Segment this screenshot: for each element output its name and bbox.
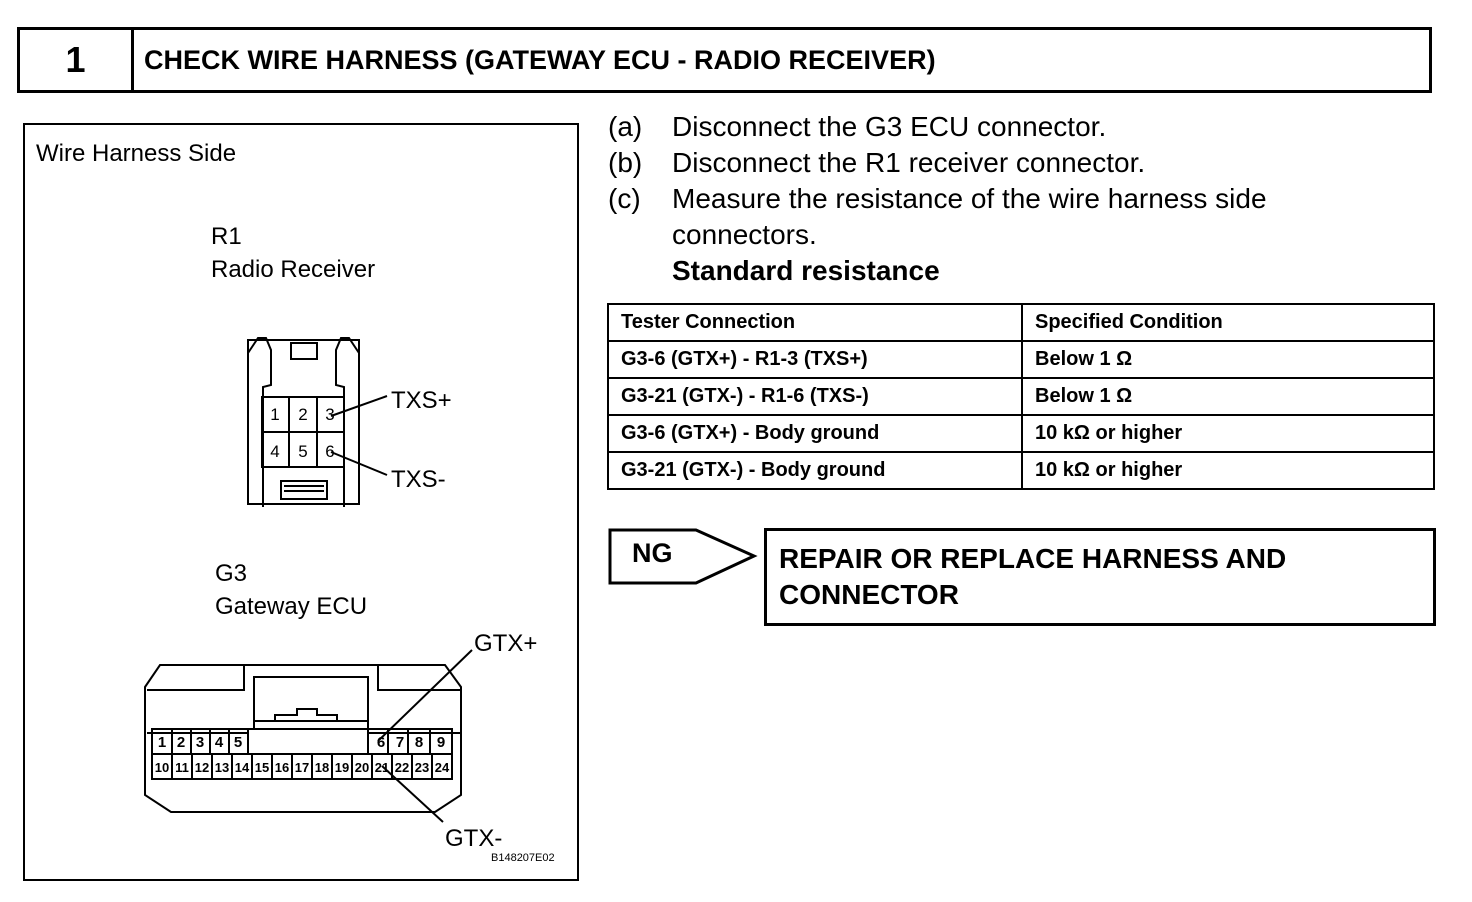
g3-id: G3 [215, 560, 248, 587]
r1-latch-right [335, 337, 360, 507]
figure-code: B148207E02 [491, 852, 555, 864]
table-header-row: Tester Connection Specified Condition [607, 303, 1435, 342]
g3-pin-17: 17 [295, 760, 309, 775]
g3-pin-1: 1 [158, 734, 166, 751]
g3-pin-14: 14 [235, 760, 250, 775]
r1-pin-2: 2 [298, 405, 307, 424]
g3-pin-23: 23 [415, 760, 429, 775]
r1-connector-body [247, 339, 360, 505]
r1-latch-left [247, 337, 272, 507]
txs-minus-leader [330, 451, 388, 476]
g3-pin-4: 4 [215, 734, 224, 751]
table-cell: 10 kΩ or higher [1021, 414, 1435, 453]
g3-pin-9: 9 [437, 734, 445, 751]
connector-figure: Wire Harness Side R1 Radio Receiver G3 G… [23, 123, 579, 881]
gtx-minus-callout: GTX- [445, 825, 502, 852]
g3-connector-body [144, 664, 462, 813]
step-c-text: Measure the resistance of the wire harne… [672, 183, 1267, 250]
standard-resistance-label: Standard resistance [672, 255, 940, 286]
r1-pin-3: 3 [325, 405, 334, 424]
gtx-plus-leader [377, 649, 473, 742]
table-cell: Below 1 Ω [1021, 340, 1435, 379]
table-row: G3-6 (GTX+) - R1-3 (TXS+) Below 1 Ω [607, 340, 1435, 379]
r1-bottom-key [280, 480, 328, 500]
r1-top-key [290, 342, 318, 360]
g3-pin-16: 16 [275, 760, 289, 775]
table-cell: G3-6 (GTX+) - R1-3 (TXS+) [607, 340, 1023, 379]
wire-harness-side-label: Wire Harness Side [36, 140, 237, 167]
table-cell: 10 kΩ or higher [1021, 451, 1435, 490]
g3-pin-22: 22 [395, 760, 409, 775]
table-cell: G3-21 (GTX-) - R1-6 (TXS-) [607, 377, 1023, 416]
gtx-plus-callout: GTX+ [474, 630, 537, 657]
r1-pin-4: 4 [270, 442, 279, 461]
g3-pin-13: 13 [215, 760, 229, 775]
g3-pin-18: 18 [315, 760, 329, 775]
step-c: (c) Measure the resistance of the wire h… [608, 181, 1448, 253]
g3-pin-10: 10 [155, 760, 169, 775]
table-row: G3-21 (GTX-) - Body ground 10 kΩ or high… [607, 451, 1435, 490]
step-header: 1 CHECK WIRE HARNESS (GATEWAY ECU - RADI… [17, 27, 1432, 93]
r1-pin-1: 1 [270, 405, 279, 424]
g3-pin-11: 11 [175, 760, 189, 775]
table-row: G3-6 (GTX+) - Body ground 10 kΩ or highe… [607, 414, 1435, 453]
step-b-text: Disconnect the R1 receiver connector. [672, 147, 1146, 178]
g3-pin-7: 7 [396, 734, 404, 751]
g3-pin-5: 5 [234, 734, 242, 751]
header-tester-connection: Tester Connection [607, 303, 1023, 342]
g3-pin-6: 6 [377, 734, 385, 751]
resistance-table: Tester Connection Specified Condition G3… [607, 303, 1435, 490]
g3-pin-8: 8 [415, 734, 423, 751]
g3-pin-12: 12 [195, 760, 209, 775]
r1-pin-6: 6 [325, 442, 334, 461]
step-b: (b) Disconnect the R1 receiver connector… [608, 145, 1448, 181]
g3-pin-19: 19 [335, 760, 349, 775]
gtx-minus-leader [381, 765, 444, 823]
step-a-text: Disconnect the G3 ECU connector. [672, 111, 1107, 142]
g3-pin-20: 20 [355, 760, 369, 775]
step-number: 1 [20, 30, 134, 90]
step-b-label: (b) [608, 147, 643, 178]
step-c-label: (c) [608, 183, 641, 214]
repair-action-box: REPAIR OR REPLACE HARNESS AND CONNECTOR [764, 528, 1436, 626]
table-row: G3-21 (GTX-) - R1-6 (TXS-) Below 1 Ω [607, 377, 1435, 416]
r1-name: Radio Receiver [211, 256, 376, 283]
step-a-label: (a) [608, 111, 643, 142]
g3-name: Gateway ECU [215, 593, 368, 620]
g3-pin-3: 3 [196, 734, 204, 751]
r1-pin-5: 5 [298, 442, 307, 461]
connector-drawing: 1 2 3 4 5 6 1 2 3 4 5 6 7 8 9 10 11 12 1… [144, 337, 537, 852]
table-cell: G3-21 (GTX-) - Body ground [607, 451, 1023, 490]
table-cell: G3-6 (GTX+) - Body ground [607, 414, 1023, 453]
ng-label: NG [632, 538, 673, 568]
g3-pin-21: 21 [375, 760, 389, 775]
g3-pin-15: 15 [255, 760, 269, 775]
txs-plus-callout: TXS+ [391, 387, 452, 414]
procedure-steps: (a) Disconnect the G3 ECU connector. (b)… [608, 109, 1448, 289]
step-title: CHECK WIRE HARNESS (GATEWAY ECU - RADIO … [144, 44, 936, 75]
r1-id: R1 [211, 223, 242, 250]
table-cell: Below 1 Ω [1021, 377, 1435, 416]
ng-arrow-icon [608, 528, 758, 585]
txs-minus-callout: TXS- [391, 466, 446, 493]
g3-pin-2: 2 [177, 734, 185, 751]
step-a: (a) Disconnect the G3 ECU connector. [608, 109, 1448, 145]
header-specified-condition: Specified Condition [1021, 303, 1435, 342]
txs-plus-leader [330, 395, 388, 417]
g3-latch [147, 665, 460, 691]
g3-pin-24: 24 [435, 760, 450, 775]
